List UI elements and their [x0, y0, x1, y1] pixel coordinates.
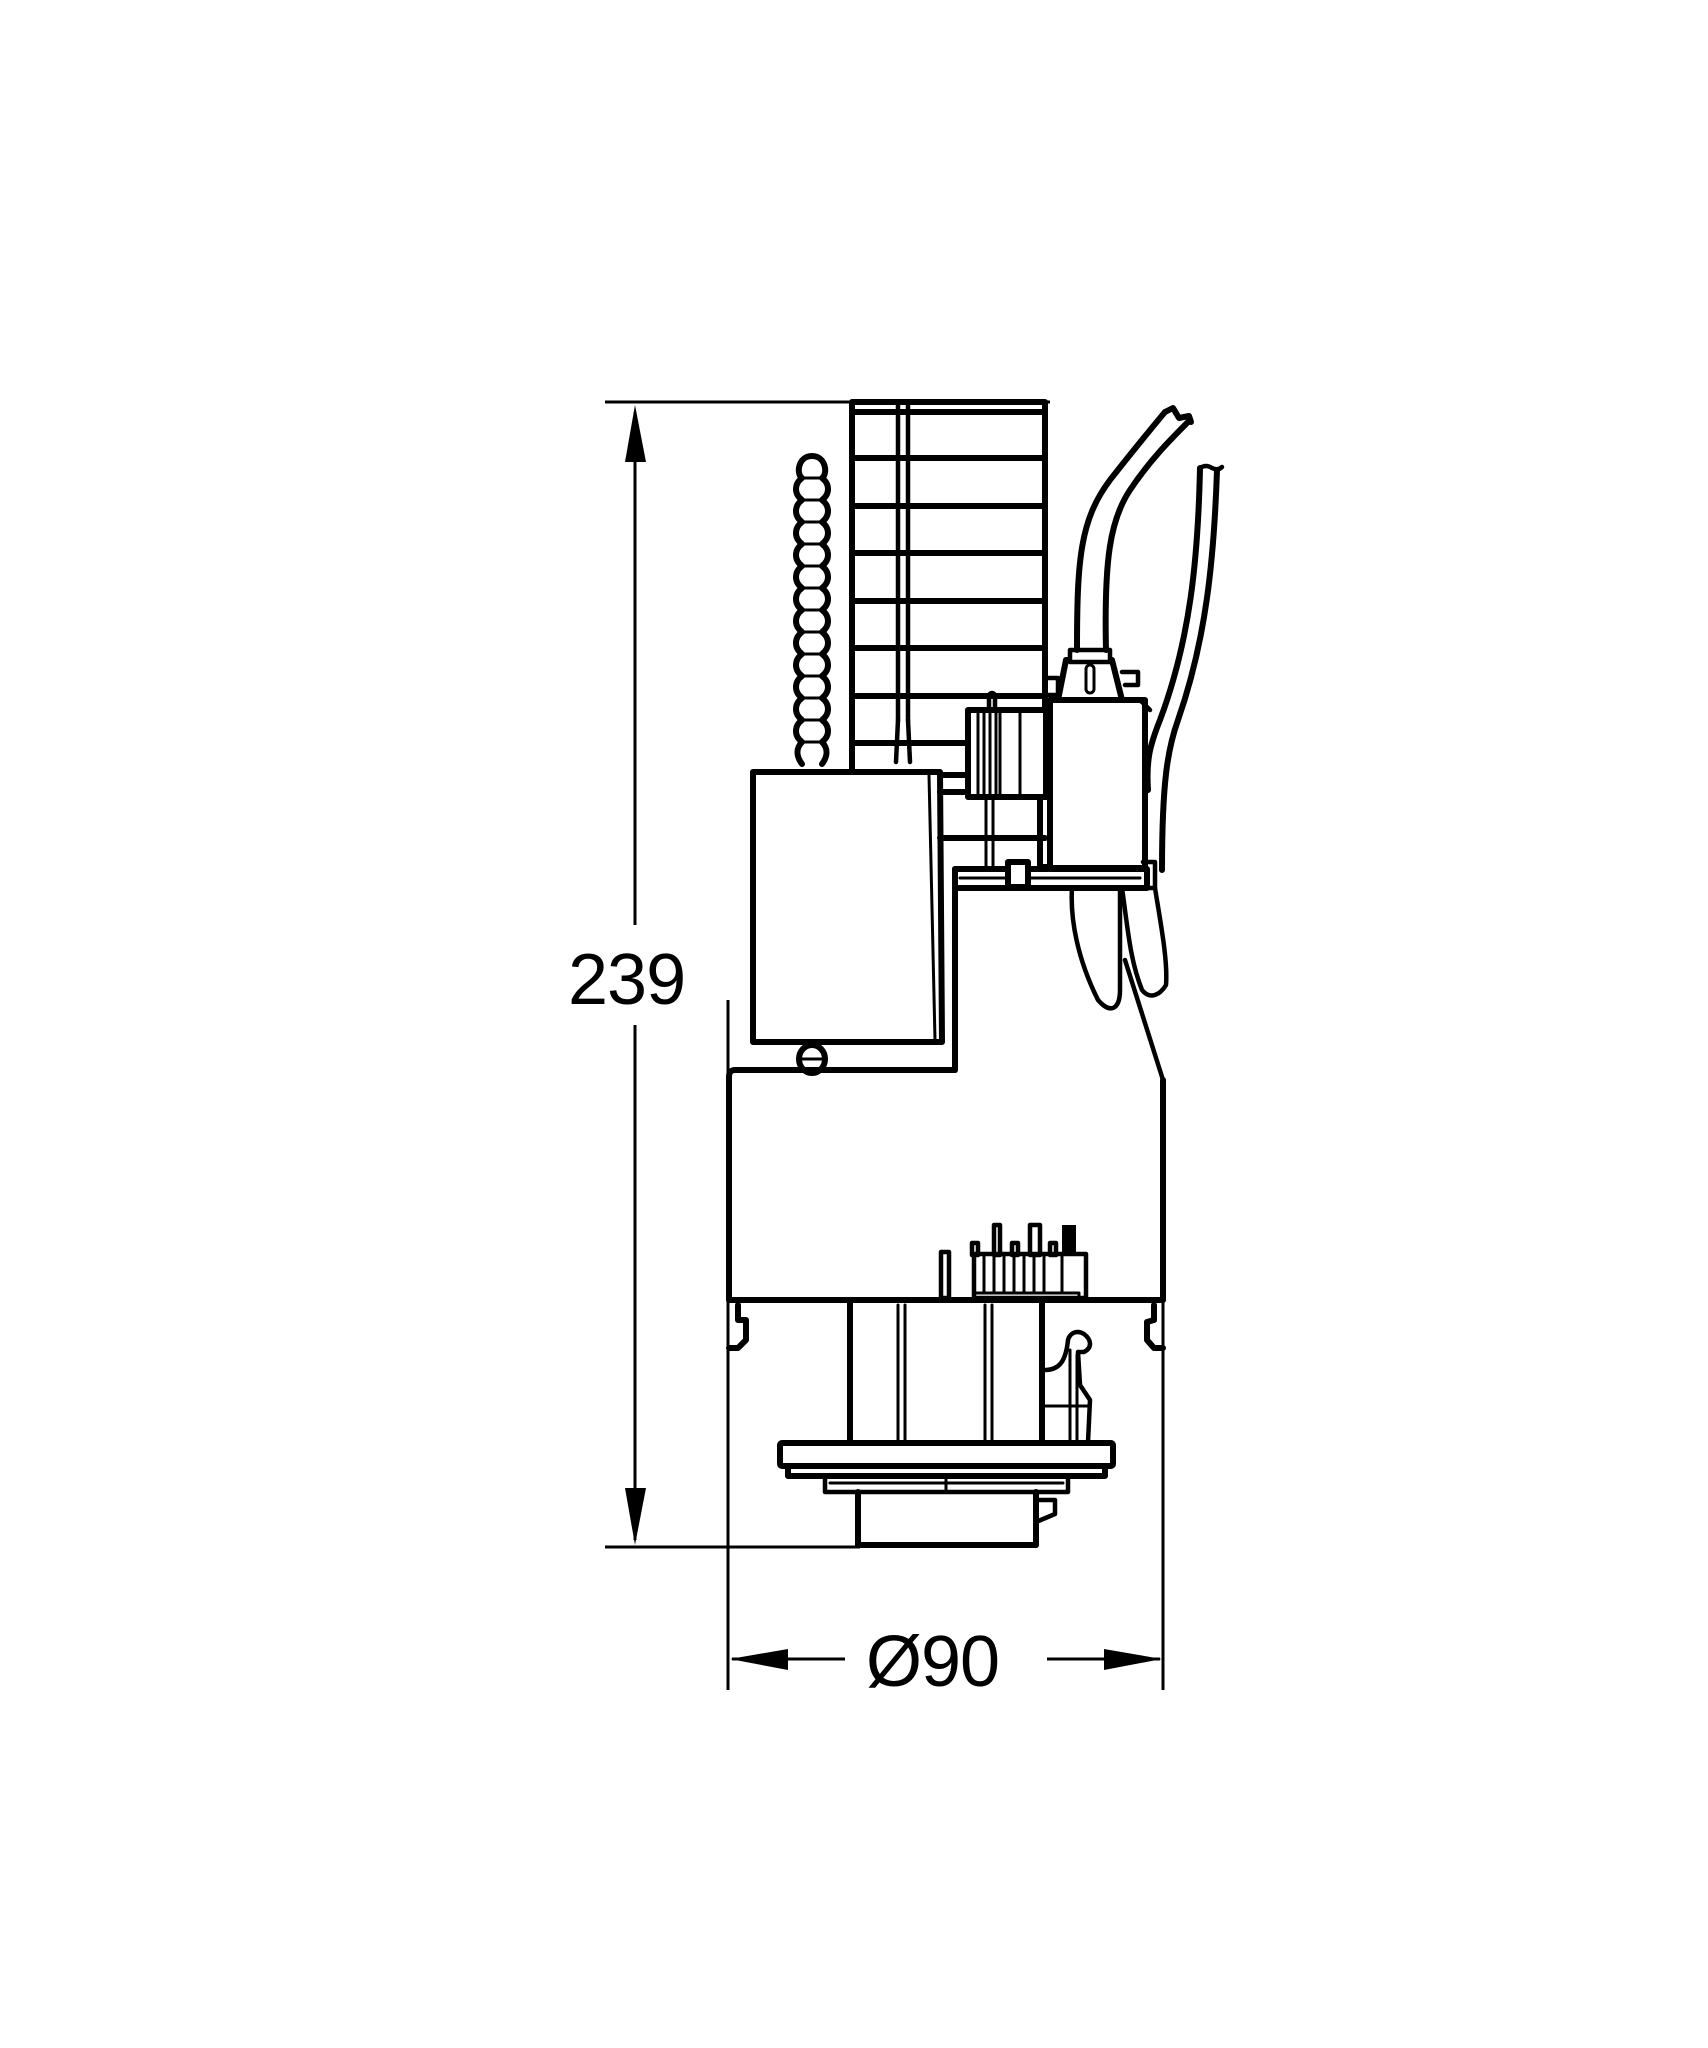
pin-block: [938, 1222, 1089, 1302]
diameter-dimension: [726, 1000, 1165, 1690]
bead-chain: [793, 453, 831, 1076]
cage-frame: [849, 399, 1048, 778]
arrow-left-icon: [730, 1649, 788, 1670]
arrow-right-icon: [1104, 1649, 1162, 1670]
actuator-box: [750, 769, 945, 1045]
cables: [1069, 405, 1225, 1083]
actuator-housing: [750, 769, 945, 1045]
height-dimension-label: 239: [568, 940, 686, 1020]
mounting-shelf: [726, 859, 1150, 1080]
diameter-dimension-label: Ø90: [866, 1622, 1000, 1702]
valve-housing: [726, 1074, 1166, 1351]
float-cage: [849, 399, 1048, 778]
electrical-connector: [1042, 647, 1158, 891]
arrow-down-icon: [625, 1488, 646, 1545]
solenoid-module: [937, 690, 1053, 870]
valve-body: [777, 1300, 1116, 1548]
arrow-up-icon: [625, 405, 646, 462]
